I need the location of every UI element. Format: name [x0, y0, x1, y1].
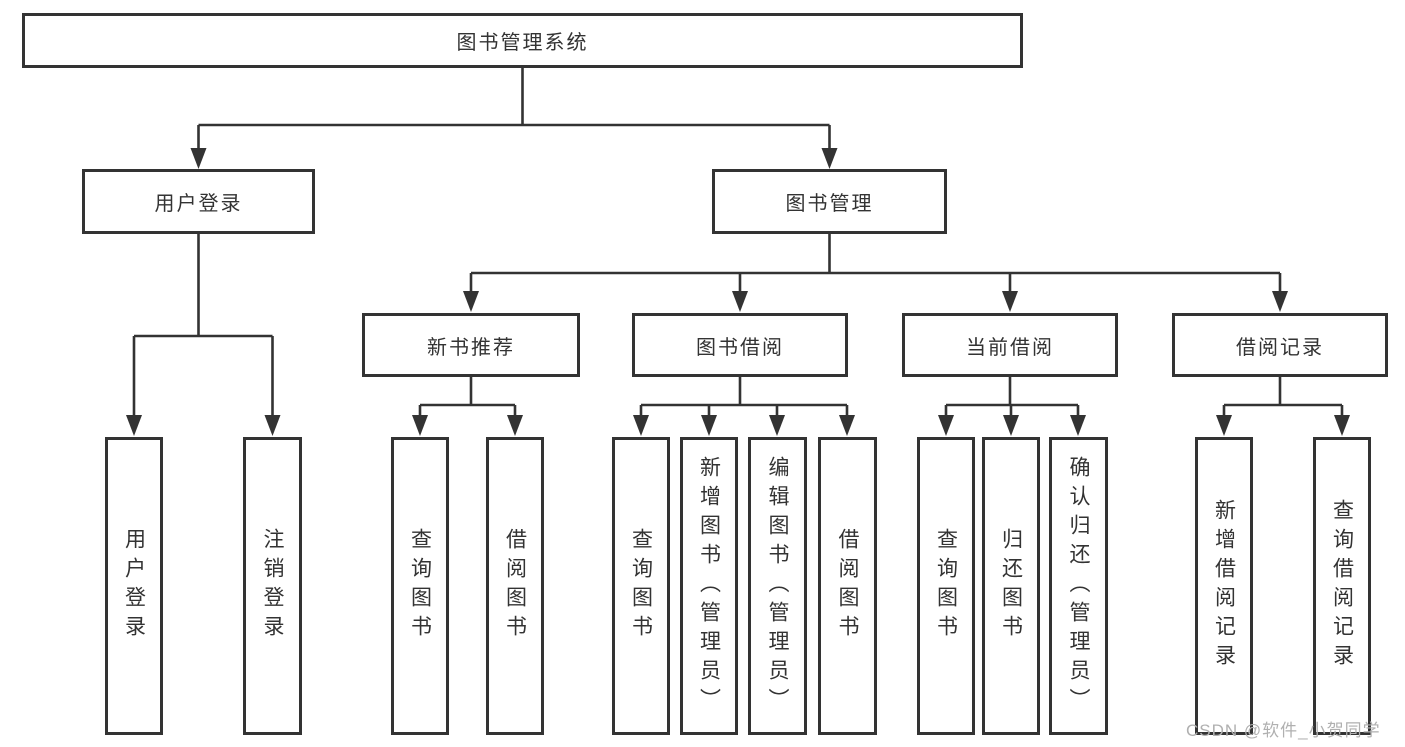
node-label: 新增图书（管理员） [697, 455, 721, 717]
leaf-confirm-return-admin: 确认归还（管理员） [1049, 437, 1108, 735]
branch-root [197, 68, 831, 150]
node-label: 图书管理 [785, 193, 874, 215]
node-library-system-root: 图书管理系统 [22, 13, 1023, 68]
branch-borrow-records [1222, 377, 1344, 418]
arrow-icon [1070, 415, 1086, 436]
branch-current-borrow [944, 377, 1080, 418]
node-book-borrow: 图书借阅 [632, 313, 848, 377]
node-label: 借阅记录 [1236, 336, 1324, 359]
node-label: 借阅图书 [836, 528, 859, 644]
leaf-logout: 注销登录 [243, 437, 302, 735]
node-label: 用户登录 [154, 193, 243, 215]
branch-user-login [132, 234, 274, 418]
node-label: 图书借阅 [696, 336, 784, 359]
arrow-icon [1334, 415, 1350, 436]
leaf-return-books: 归还图书 [982, 437, 1040, 735]
arrow-icon [732, 291, 748, 312]
arrow-icon [463, 291, 479, 312]
node-label: 查询借阅记录 [1330, 499, 1354, 673]
node-book-management: 图书管理 [712, 169, 947, 234]
arrow-icon [1003, 415, 1019, 436]
node-label: 用户登录 [122, 528, 146, 644]
arrow-icon [412, 415, 428, 436]
arrow-icon [769, 415, 785, 436]
branch-book-management [469, 234, 1282, 294]
leaf-query-books-recommend: 查询图书 [391, 437, 449, 735]
node-label: 图书管理系统 [456, 32, 589, 54]
arrow-icon [1216, 415, 1232, 436]
node-label: 新增借阅记录 [1212, 499, 1236, 673]
leaf-user-login: 用户登录 [105, 437, 163, 735]
node-borrow-records: 借阅记录 [1172, 313, 1388, 377]
leaf-borrow-books-recommend: 借阅图书 [486, 437, 544, 735]
node-user-login: 用户登录 [82, 169, 315, 234]
node-new-book-recommend: 新书推荐 [362, 313, 580, 377]
arrow-icon [839, 415, 855, 436]
arrow-icon [633, 415, 649, 436]
arrow-icon [1272, 291, 1288, 312]
node-label: 查询图书 [629, 528, 653, 644]
node-label: 当前借阅 [966, 336, 1054, 359]
node-label: 归还图书 [999, 528, 1023, 644]
arrow-icon [1002, 291, 1018, 312]
leaf-query-books-borrow: 查询图书 [612, 437, 670, 735]
leaf-query-books-current: 查询图书 [917, 437, 975, 735]
leaf-edit-books-admin: 编辑图书（管理员） [748, 437, 807, 735]
arrow-icon [938, 415, 954, 436]
branch-new-book [418, 377, 517, 418]
arrow-icon [264, 415, 281, 436]
watermark: CSDN @软件_小贺同学 [1186, 721, 1381, 740]
leaf-add-borrow-record: 新增借阅记录 [1195, 437, 1253, 735]
leaf-borrow-books: 借阅图书 [818, 437, 877, 735]
node-label: 注销登录 [261, 528, 284, 644]
node-label: 查询图书 [934, 528, 958, 644]
node-current-borrow: 当前借阅 [902, 313, 1118, 377]
branch-book-borrow [639, 377, 849, 418]
leaf-add-books-admin: 新增图书（管理员） [680, 437, 738, 735]
node-label: 新书推荐 [427, 336, 515, 359]
arrow-icon [507, 415, 523, 436]
node-label: 借阅图书 [503, 528, 527, 644]
arrow-icon [821, 148, 838, 169]
arrow-icon [190, 148, 207, 169]
node-label: 确认归还（管理员） [1067, 455, 1090, 717]
node-label: 查询图书 [408, 528, 432, 644]
leaf-query-borrow-record: 查询借阅记录 [1313, 437, 1371, 735]
arrow-icon [126, 415, 142, 436]
arrow-icon [701, 415, 717, 436]
node-label: 编辑图书（管理员） [766, 455, 789, 717]
